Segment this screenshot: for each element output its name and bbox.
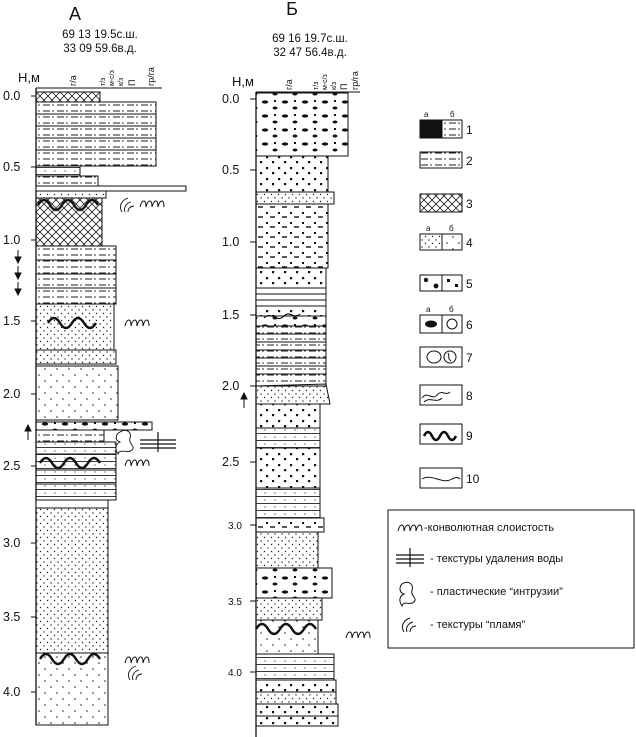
legend-sub-label: а <box>426 305 431 314</box>
column-b-grain-label: м-с/з <box>322 74 329 90</box>
column-b-tick-label: 2.0 <box>222 379 239 393</box>
column-b-letter: Б <box>286 0 298 19</box>
symbol-label: - пластические “интрузии” <box>430 586 563 598</box>
column-a-longitude: 33 09 59.6в.д. <box>63 43 137 55</box>
intrusion-icon <box>115 429 134 456</box>
legend-item-number: 5 <box>466 277 473 291</box>
legend-swatch-2 <box>419 151 463 169</box>
legend-item-number: 3 <box>466 197 473 211</box>
flame-icon <box>119 197 143 681</box>
column-a-grain-label: г/а <box>68 75 78 86</box>
column-b-ticks <box>250 98 256 673</box>
column-b-grain-label: т/з <box>313 82 320 90</box>
column-a-convolute-bed <box>38 652 102 666</box>
column-a-ticks <box>31 95 36 693</box>
convolute-icon <box>397 524 423 532</box>
column-b-latitude: 69 16 19.7с.ш. <box>272 33 348 45</box>
legend-sub-label: б <box>449 305 454 314</box>
up-arrow-icon <box>240 391 248 408</box>
legend-sub-label: б <box>450 110 455 119</box>
column-a-grain-label: к/з <box>118 78 125 86</box>
column-a-grain-label: П <box>127 80 137 86</box>
column-b-grain-label: гр/га <box>350 71 360 90</box>
water-escape-icon <box>140 432 176 452</box>
down-arrow-icon <box>14 250 22 297</box>
legend-item-number: 6 <box>466 318 473 332</box>
legend-item-number: 1 <box>466 123 473 137</box>
column-b-grain-label: П <box>339 84 349 90</box>
column-a-tick-label: 2.0 <box>3 387 20 401</box>
legend-sub-label: б <box>449 224 454 233</box>
symbol-label: -конволютная слоистость <box>424 522 554 534</box>
legend-swatch-10 <box>419 467 463 489</box>
column-a-tick-label: 0.5 <box>3 160 20 174</box>
column-b-convolute-bed <box>254 622 318 636</box>
legend-item-number: 7 <box>466 351 473 365</box>
symbol-label: - текстуры удаления воды <box>430 553 563 565</box>
convolute-icon <box>345 631 371 639</box>
symbol-label: - текстуры “пламя” <box>430 619 525 631</box>
legend-sub-label: а <box>424 110 429 119</box>
column-b-tick-label: 3.0 <box>228 521 242 532</box>
column-a-tick-label: 3.5 <box>3 610 20 624</box>
column-a-tick-label: 1.5 <box>3 314 20 328</box>
column-a-latitude: 69 13 19.5с.ш. <box>62 29 138 41</box>
column-a-axis-title: Н,м <box>18 70 40 85</box>
column-a-tick-label: 4.0 <box>3 685 20 699</box>
column-a-grain-label: м-с/з <box>109 70 116 86</box>
up-arrow-icon <box>24 423 32 440</box>
column-b-grain-label: к/з <box>331 82 338 90</box>
column-b-grain-label: г/а <box>284 79 294 90</box>
column-b: Б 69 16 19.7с.ш. 32 47 56.4в.д. Н,м г/а … <box>222 0 371 737</box>
column-b-tick-label: 2.5 <box>222 455 239 469</box>
column-a-convolute-bed <box>46 316 98 330</box>
symbols-legend: -конволютная слоистость - текстуры удале… <box>387 509 635 649</box>
convolute-icon <box>124 200 165 664</box>
column-a-convolute-bed <box>36 198 100 212</box>
column-b-axis-title: Н,м <box>232 74 254 89</box>
legend-item-number: 9 <box>466 429 473 443</box>
legend: а б 1 2 3 а б 4 5 а б 6 7 <box>419 110 480 489</box>
flame-icon <box>401 617 417 633</box>
legend-item-number: 8 <box>466 389 473 403</box>
column-a-grain-label: гр/га <box>146 67 156 86</box>
column-b-tick-label: 3.5 <box>228 597 242 608</box>
column-b-tick-label: 1.0 <box>222 235 239 249</box>
column-b-tick-label: 4.0 <box>228 668 242 679</box>
column-a-beds <box>35 91 187 726</box>
legend-item-number: 10 <box>466 472 480 486</box>
column-b-tick-label: 0.0 <box>222 92 239 106</box>
column-b-tick-label: 1.5 <box>222 308 239 322</box>
column-a-tick-label: 1.0 <box>3 233 20 247</box>
column-a-tick-label: 3.0 <box>3 536 20 550</box>
legend-item-number: 4 <box>466 236 473 250</box>
column-a-letter: А <box>69 4 81 24</box>
legend-sub-label: а <box>426 224 431 233</box>
legend-swatch-3 <box>419 193 463 213</box>
legend-item-number: 2 <box>466 154 473 168</box>
water-escape-icon <box>396 548 424 567</box>
column-a-tick-label: 0.0 <box>3 89 20 103</box>
column-a: А 69 13 19.5с.ш. 33 09 59.6в.д. Н,м г/а … <box>3 4 187 726</box>
intrusion-icon <box>399 581 416 608</box>
column-b-tick-label: 0.5 <box>222 163 239 177</box>
column-a-convolute-bed <box>38 456 102 470</box>
column-b-longitude: 32 47 56.4в.д. <box>273 47 347 59</box>
column-a-tick-label: 2.5 <box>3 459 20 473</box>
column-a-grain-label: т/з <box>100 78 107 86</box>
column-b-flame-bed <box>263 313 301 320</box>
